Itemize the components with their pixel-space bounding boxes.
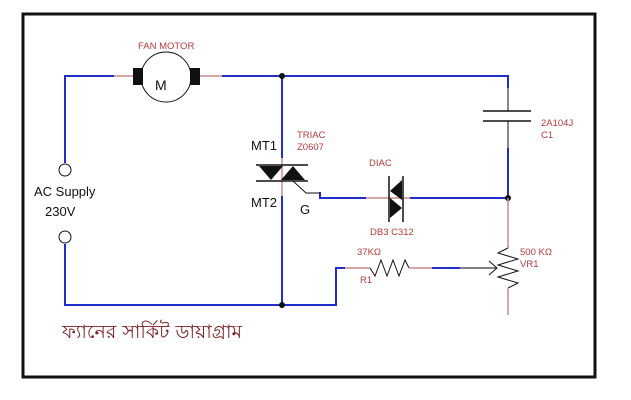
resistor-value-label: 37KΩ: [357, 247, 381, 258]
wire-gate: [319, 192, 366, 199]
diac-triangle-top: [390, 180, 402, 200]
potentiometer-ref-label: VR1: [520, 259, 538, 270]
triac-triangle-down: [259, 166, 283, 180]
diac: DIAC DB3 C312: [366, 158, 414, 238]
fan-motor: M FAN MOTOR: [114, 41, 222, 103]
potentiometer-zigzag: [496, 247, 520, 289]
wire-left-bottom: [64, 244, 345, 306]
triac-part-label: Z0607: [297, 142, 324, 153]
triac-triangle-up: [281, 166, 305, 180]
diac-part-label: DB3 C312: [370, 227, 414, 238]
triac-mt2-label: MT2: [251, 195, 277, 210]
diac-type-label: DIAC: [369, 158, 392, 169]
motor-symbol: M: [155, 77, 167, 93]
ac-supply: AC Supply 230V: [34, 160, 96, 244]
diagram-caption: ফ্যানের সার্কিট ডায়াগ্রাম: [61, 320, 242, 343]
resistor-r1: 37KΩ R1: [345, 247, 432, 286]
capacitor-ref-label: C1: [541, 130, 553, 141]
ac-supply-label: AC Supply: [34, 184, 96, 199]
wiper-arrow: [488, 260, 498, 276]
triac: MT1 MT2 G TRIAC Z0607: [251, 130, 326, 217]
triac-gate-lead: [292, 180, 320, 194]
junction-top: [279, 73, 285, 79]
fan-motor-label: FAN MOTOR: [138, 41, 194, 52]
wires: [64, 75, 509, 306]
capacitor-value-label: 2A104J: [541, 118, 573, 129]
diac-triangle-bottom: [390, 198, 402, 218]
resistor-zigzag: [369, 258, 410, 278]
wire-top-right: [222, 75, 509, 88]
terminal-bottom: [58, 230, 72, 244]
capacitor-c1: 2A104J C1: [483, 88, 573, 148]
diagram-frame: [21, 12, 597, 379]
potentiometer-vr1: 500 KΩ VR1: [460, 198, 552, 315]
triac-type-label: TRIAC: [297, 130, 326, 141]
triac-mt1-label: MT1: [251, 138, 277, 153]
ac-supply-voltage: 230V: [45, 204, 76, 219]
triac-gate-label: G: [300, 202, 310, 217]
junction-bottom: [279, 302, 285, 308]
wire-left-top: [64, 75, 114, 160]
resistor-ref-label: R1: [360, 275, 372, 286]
terminal-top: [58, 163, 72, 177]
potentiometer-value-label: 500 KΩ: [520, 247, 552, 258]
